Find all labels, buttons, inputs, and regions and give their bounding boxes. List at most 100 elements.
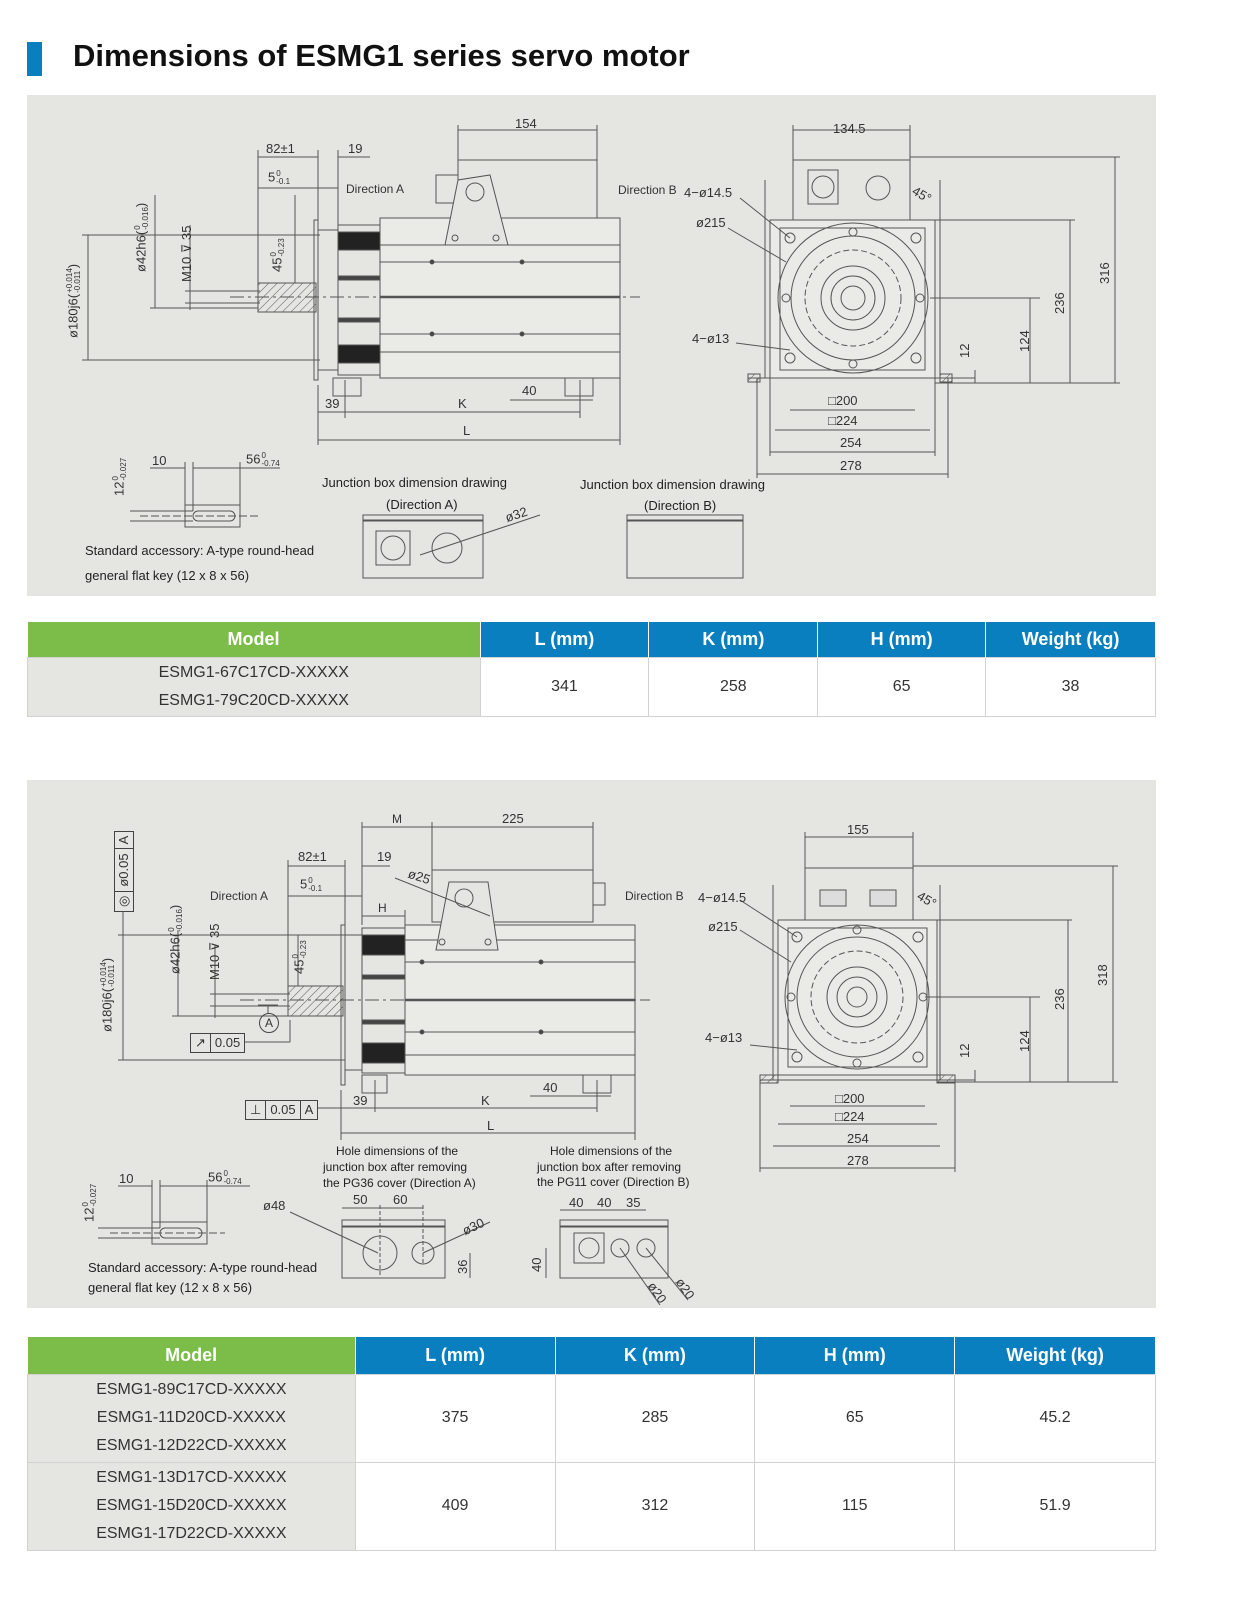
page-title: Dimensions of ESMG1 series servo motor: [73, 38, 690, 73]
dim-holes-13: 4−ø13: [692, 331, 730, 346]
weight-cell: 45.2: [954, 1373, 1156, 1463]
dim-m: M: [392, 812, 402, 826]
dim-40: 40: [543, 1080, 558, 1095]
dim-180: ø180j6(+0.014-0.011): [65, 263, 82, 338]
coaxiality-datum: A: [116, 835, 131, 845]
l-cell: 409: [354, 1461, 556, 1551]
k-cell: 285: [554, 1373, 756, 1463]
h-cell: 65: [754, 1373, 956, 1463]
hole-a-dim-60: 60: [393, 1192, 408, 1207]
junction-box-a-direction: (Direction A): [386, 497, 458, 512]
hole-box-b-caption-3: the PG11 cover (Direction B): [537, 1175, 690, 1189]
dim-45-value: 45: [269, 257, 285, 272]
model-name: ESMG1-89C17CD-XXXXX: [96, 1381, 287, 1398]
header-model: Model: [27, 1337, 356, 1374]
table-header-row: Model L (mm) K (mm) H (mm) Weight (kg): [27, 622, 1156, 658]
dim-sq224: □224: [828, 413, 858, 428]
tol-lo: -0.1: [276, 177, 291, 186]
key-dim-10: 10: [119, 1171, 134, 1186]
accessory-note-line-2: general flat key (12 x 8 x 56): [88, 1280, 253, 1295]
dim-225: 225: [502, 811, 524, 826]
dim-sq200: □200: [835, 1091, 865, 1106]
junction-box-b-direction: (Direction B): [644, 498, 717, 513]
drawing-panel-1: [27, 95, 1156, 596]
dim-12: 12: [957, 1043, 972, 1058]
key-56-value: 56: [208, 1169, 223, 1185]
junction-box-a-caption: Junction box dimension drawing: [322, 475, 507, 490]
model-name: ESMG1-11D20CD-XXXXX: [96, 1409, 286, 1426]
header-h: H (mm): [754, 1337, 956, 1374]
hole-b-dim-40b: 40: [597, 1195, 612, 1210]
hole-box-a-caption-2: junction box after removing: [323, 1160, 468, 1174]
dim-holes-13: 4−ø13: [705, 1030, 743, 1045]
dim-134-5: 134.5: [833, 121, 866, 136]
hole-b-dim-40a: 40: [569, 1195, 584, 1210]
dim-124: 124: [1017, 330, 1032, 352]
header-weight: Weight (kg): [954, 1337, 1156, 1374]
dim-180: ø180j6(+0.014-0.011): [99, 957, 116, 1032]
dim-278: 278: [840, 458, 862, 473]
dim-5-value: 5: [268, 169, 276, 185]
dim-45-value: 45: [291, 959, 307, 974]
dim-m10: M10 ⊽ 35: [207, 923, 222, 981]
dim-k: K: [481, 1093, 490, 1108]
direction-a-label: Direction A: [346, 182, 405, 196]
tol-lo: -0.74: [223, 1177, 242, 1186]
tol-up: 0: [261, 451, 266, 460]
dim-278: 278: [847, 1153, 869, 1168]
hole-b-dim-40-height: 40: [529, 1257, 544, 1272]
direction-b-label: Direction B: [625, 889, 684, 903]
dim-k: K: [458, 396, 467, 411]
k-cell: 312: [554, 1461, 756, 1551]
tol-lo: -0.74: [261, 459, 280, 468]
dim-5-value: 5: [300, 876, 308, 892]
header-model: Model: [27, 622, 481, 658]
header-k: K (mm): [648, 622, 819, 658]
weight-cell: 38: [985, 657, 1156, 717]
tol-lo: -0.011: [107, 964, 116, 987]
tol-lo: -0.027: [89, 1183, 98, 1207]
tol-lo: -0.027: [119, 457, 128, 481]
dim-40: 40: [522, 383, 537, 398]
dim-316: 316: [1097, 262, 1112, 284]
dim-215: ø215: [708, 919, 738, 934]
coaxiality-icon: ◎: [115, 890, 133, 911]
dim-82: 82±1: [266, 141, 295, 156]
dim-19: 19: [348, 141, 363, 156]
dim-124: 124: [1017, 1030, 1032, 1052]
runout-value: 0.05: [214, 1035, 241, 1050]
title-accent-bar: [27, 42, 42, 76]
hole-box-b-caption-2: junction box after removing: [537, 1160, 682, 1174]
dim-254: 254: [847, 1131, 869, 1146]
junction-box-b-caption: Junction box dimension drawing: [580, 477, 765, 492]
runout-tolerance-frame: ↗0.05: [190, 1033, 246, 1053]
weight-cell: 51.9: [954, 1461, 1156, 1551]
key-12-value: 12: [81, 1207, 97, 1222]
dim-155: 155: [847, 822, 869, 837]
tol-lo: -0.23: [277, 238, 286, 257]
dim-42-value: ø42h6: [167, 937, 183, 974]
dim-sq200: □200: [828, 393, 858, 408]
dim-l: L: [487, 1118, 495, 1133]
dim-154: 154: [515, 116, 537, 131]
dim-19: 19: [377, 849, 392, 864]
runout-icon: ↗: [191, 1034, 211, 1052]
dim-180-value: ø180j6: [65, 298, 81, 338]
dimension-table-2: Model L (mm) K (mm) H (mm) Weight (kg) E…: [27, 1337, 1156, 1551]
dim-39: 39: [353, 1093, 368, 1108]
hole-box-a-caption-1: Hole dimensions of the: [336, 1144, 459, 1158]
header-l: L (mm): [355, 1337, 556, 1374]
direction-b-label: Direction B: [618, 183, 677, 197]
key-12-value: 12: [111, 481, 127, 496]
model-name: ESMG1-17D22CD-XXXXX: [96, 1525, 287, 1542]
